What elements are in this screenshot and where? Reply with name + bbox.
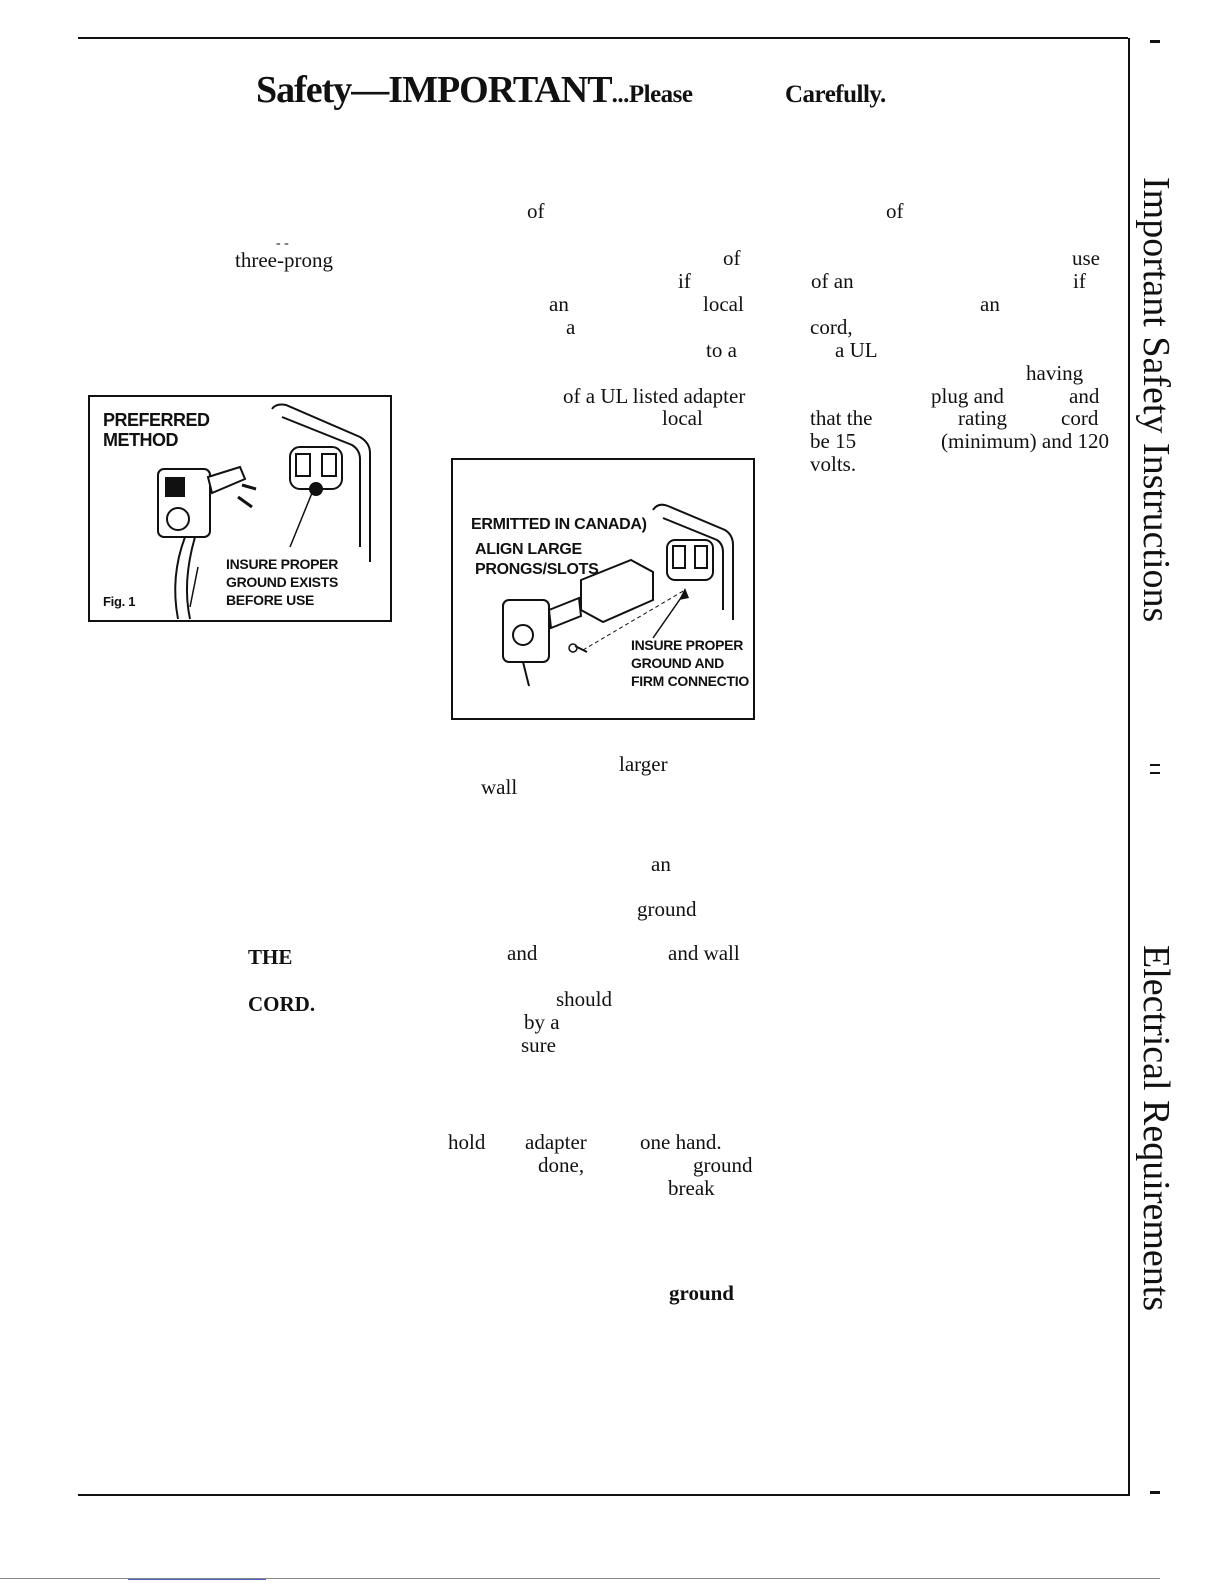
- the-text: THE: [248, 945, 293, 969]
- col3-frag-8: having: [1026, 361, 1084, 385]
- col2-frag-25: ground: [669, 1281, 734, 1305]
- footer-link[interactable]: [128, 1579, 266, 1580]
- adapter-illustration: [502, 503, 734, 687]
- top-rule: [78, 37, 1128, 39]
- tick-bottom: [1150, 1491, 1160, 1494]
- bottom-rule: [78, 1494, 1128, 1496]
- col2-frag-12: an: [651, 852, 671, 876]
- col2-frag-4: an: [549, 292, 569, 316]
- accent-marks: - -: [276, 236, 289, 251]
- col2-frag-18: sure: [521, 1033, 556, 1057]
- col2-frag-10: larger: [619, 752, 668, 776]
- cord-text: CORD.: [248, 992, 316, 1016]
- title-main: Safety—IMPORTANT: [256, 69, 613, 111]
- three-prong-text: three-prong: [235, 248, 333, 272]
- col3-frag-10: and: [1069, 384, 1100, 408]
- figure-1: PREFERRED METHOD INSURE PROPER GROUND EX…: [88, 395, 392, 622]
- col2-frag-11: wall: [481, 775, 518, 799]
- col3-frag-7: a UL: [835, 338, 878, 362]
- title-please: ...Please: [611, 81, 693, 108]
- col3-frag-12: rating: [958, 406, 1007, 430]
- tick-mid: [1150, 764, 1160, 766]
- col2-frag-6: a: [566, 315, 576, 339]
- sidebar-section-safety: Important Safety Instructions: [1135, 177, 1177, 623]
- col3-frag-11: that the: [810, 406, 873, 430]
- col3-frag-5: an: [980, 292, 1000, 316]
- col3-frag-2: use: [1072, 246, 1100, 270]
- footer-rule: [0, 1578, 1160, 1579]
- page-title: Safety—IMPORTANT...Please: [256, 68, 693, 112]
- tick-mid2: [1150, 772, 1160, 774]
- col3-frag-9: plug and: [931, 384, 1004, 408]
- col2-frag-17: by a: [524, 1010, 560, 1034]
- col3-frag-1: of: [886, 199, 904, 223]
- sidebar: Important Safety Instructions Electrical…: [1135, 165, 1188, 1335]
- col2-frag-15: and wall: [668, 941, 740, 965]
- figure-2-canada-label: ERMITTED IN CANADA): [471, 516, 647, 533]
- figure-1-insure-label: INSURE PROPER GROUND EXISTS BEFORE USE: [226, 556, 339, 608]
- col3-frag-4: if: [1073, 269, 1086, 293]
- col2-frag-7: to a: [706, 338, 737, 362]
- col3-frag-6: cord,: [810, 315, 853, 339]
- col2-frag-5: local: [703, 292, 744, 316]
- col2-frag-21: one hand.: [640, 1130, 722, 1154]
- title-carefully: Carefully.: [785, 81, 886, 108]
- col3-frag-15: (minimum) and 120: [941, 429, 1109, 453]
- col3-frag-13: cord: [1061, 406, 1099, 430]
- preferred-method-label: PREFERRED METHOD: [103, 410, 210, 450]
- figure-2: ERMITTED IN CANADA) ALIGN LARGE PRONGS/S…: [451, 458, 755, 720]
- col2-frag-8: of a UL listed adapter: [563, 384, 746, 408]
- sidebar-rule: [1128, 38, 1130, 1496]
- col3-frag-16: volts.: [810, 452, 857, 476]
- outlet-plug-illustration: [157, 403, 371, 620]
- col2-frag-1: of: [527, 199, 545, 223]
- col2-frag-14: and: [507, 941, 538, 965]
- figure-2-align-label: ALIGN LARGE PRONGS/SLOTS: [475, 541, 599, 578]
- col2-frag-19: hold: [448, 1130, 486, 1154]
- col2-frag-9: local: [662, 406, 703, 430]
- col2-frag-20: adapter: [525, 1130, 587, 1154]
- sidebar-section-electrical: Electrical Requirements: [1135, 945, 1177, 1312]
- figure-2-insure-label: INSURE PROPER GROUND AND FIRM CONNECTIO: [631, 637, 749, 689]
- col2-frag-22: done,: [538, 1153, 585, 1177]
- figure-1-caption: Fig. 1: [103, 594, 136, 609]
- col2-frag-13: ground: [637, 897, 697, 921]
- col2-frag-2: of: [723, 246, 741, 270]
- col2-frag-24: break: [668, 1176, 715, 1200]
- col2-frag-23: ground: [693, 1153, 753, 1177]
- col2-frag-3: if: [678, 269, 691, 293]
- tick-top: [1150, 40, 1160, 43]
- col3-frag-14: be 15: [810, 429, 857, 453]
- col3-frag-3: of an: [811, 269, 854, 293]
- col2-frag-16: should: [556, 987, 613, 1011]
